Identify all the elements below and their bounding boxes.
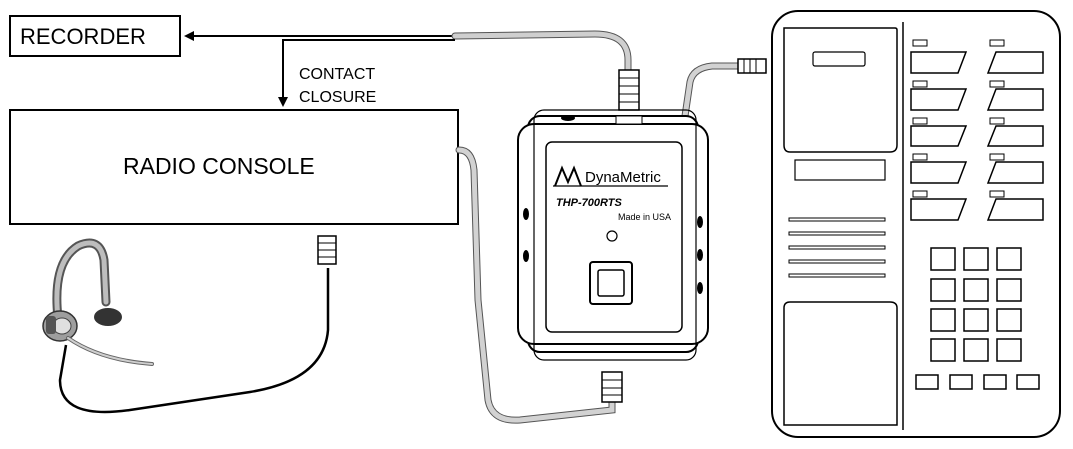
contact-closure-line	[278, 39, 455, 107]
contact-closure-line2: CLOSURE	[299, 89, 377, 106]
headset-icon	[42, 238, 154, 366]
dynametric-logo-icon	[553, 165, 668, 187]
headset-cord	[58, 235, 337, 414]
device-model: THP-700RTS	[556, 197, 622, 209]
telephone-dial-pad	[930, 247, 1022, 362]
device-push-button	[589, 261, 633, 305]
contact-closure-label: CONTACT CLOSURE	[299, 63, 376, 109]
recorder-label: RECORDER	[20, 24, 146, 49]
rj-plug-icon	[737, 58, 767, 74]
indicator-led	[606, 230, 618, 242]
radio-console-box: RADIO CONSOLE	[9, 109, 459, 225]
telephone-feature-keys	[910, 39, 1044, 221]
device-made-in: Made in USA	[618, 212, 671, 222]
telephone-icon	[771, 10, 1061, 438]
contact-closure-line1: CONTACT	[299, 66, 376, 83]
recorder-cable	[184, 30, 632, 74]
thp-700rts-device: DynaMetric THP-700RTS Made in USA	[517, 109, 709, 361]
rj-plug-icon	[601, 371, 623, 403]
recorder-box: RECORDER	[9, 15, 181, 57]
rj-plug-icon	[618, 69, 640, 111]
telephone-bottom-keys	[915, 374, 1040, 390]
rj-plug-icon	[317, 235, 337, 265]
telephone-cable	[681, 58, 767, 120]
console-cable	[455, 146, 616, 424]
radio-console-label: RADIO CONSOLE	[123, 153, 315, 179]
device-brand: DynaMetric	[585, 169, 661, 186]
